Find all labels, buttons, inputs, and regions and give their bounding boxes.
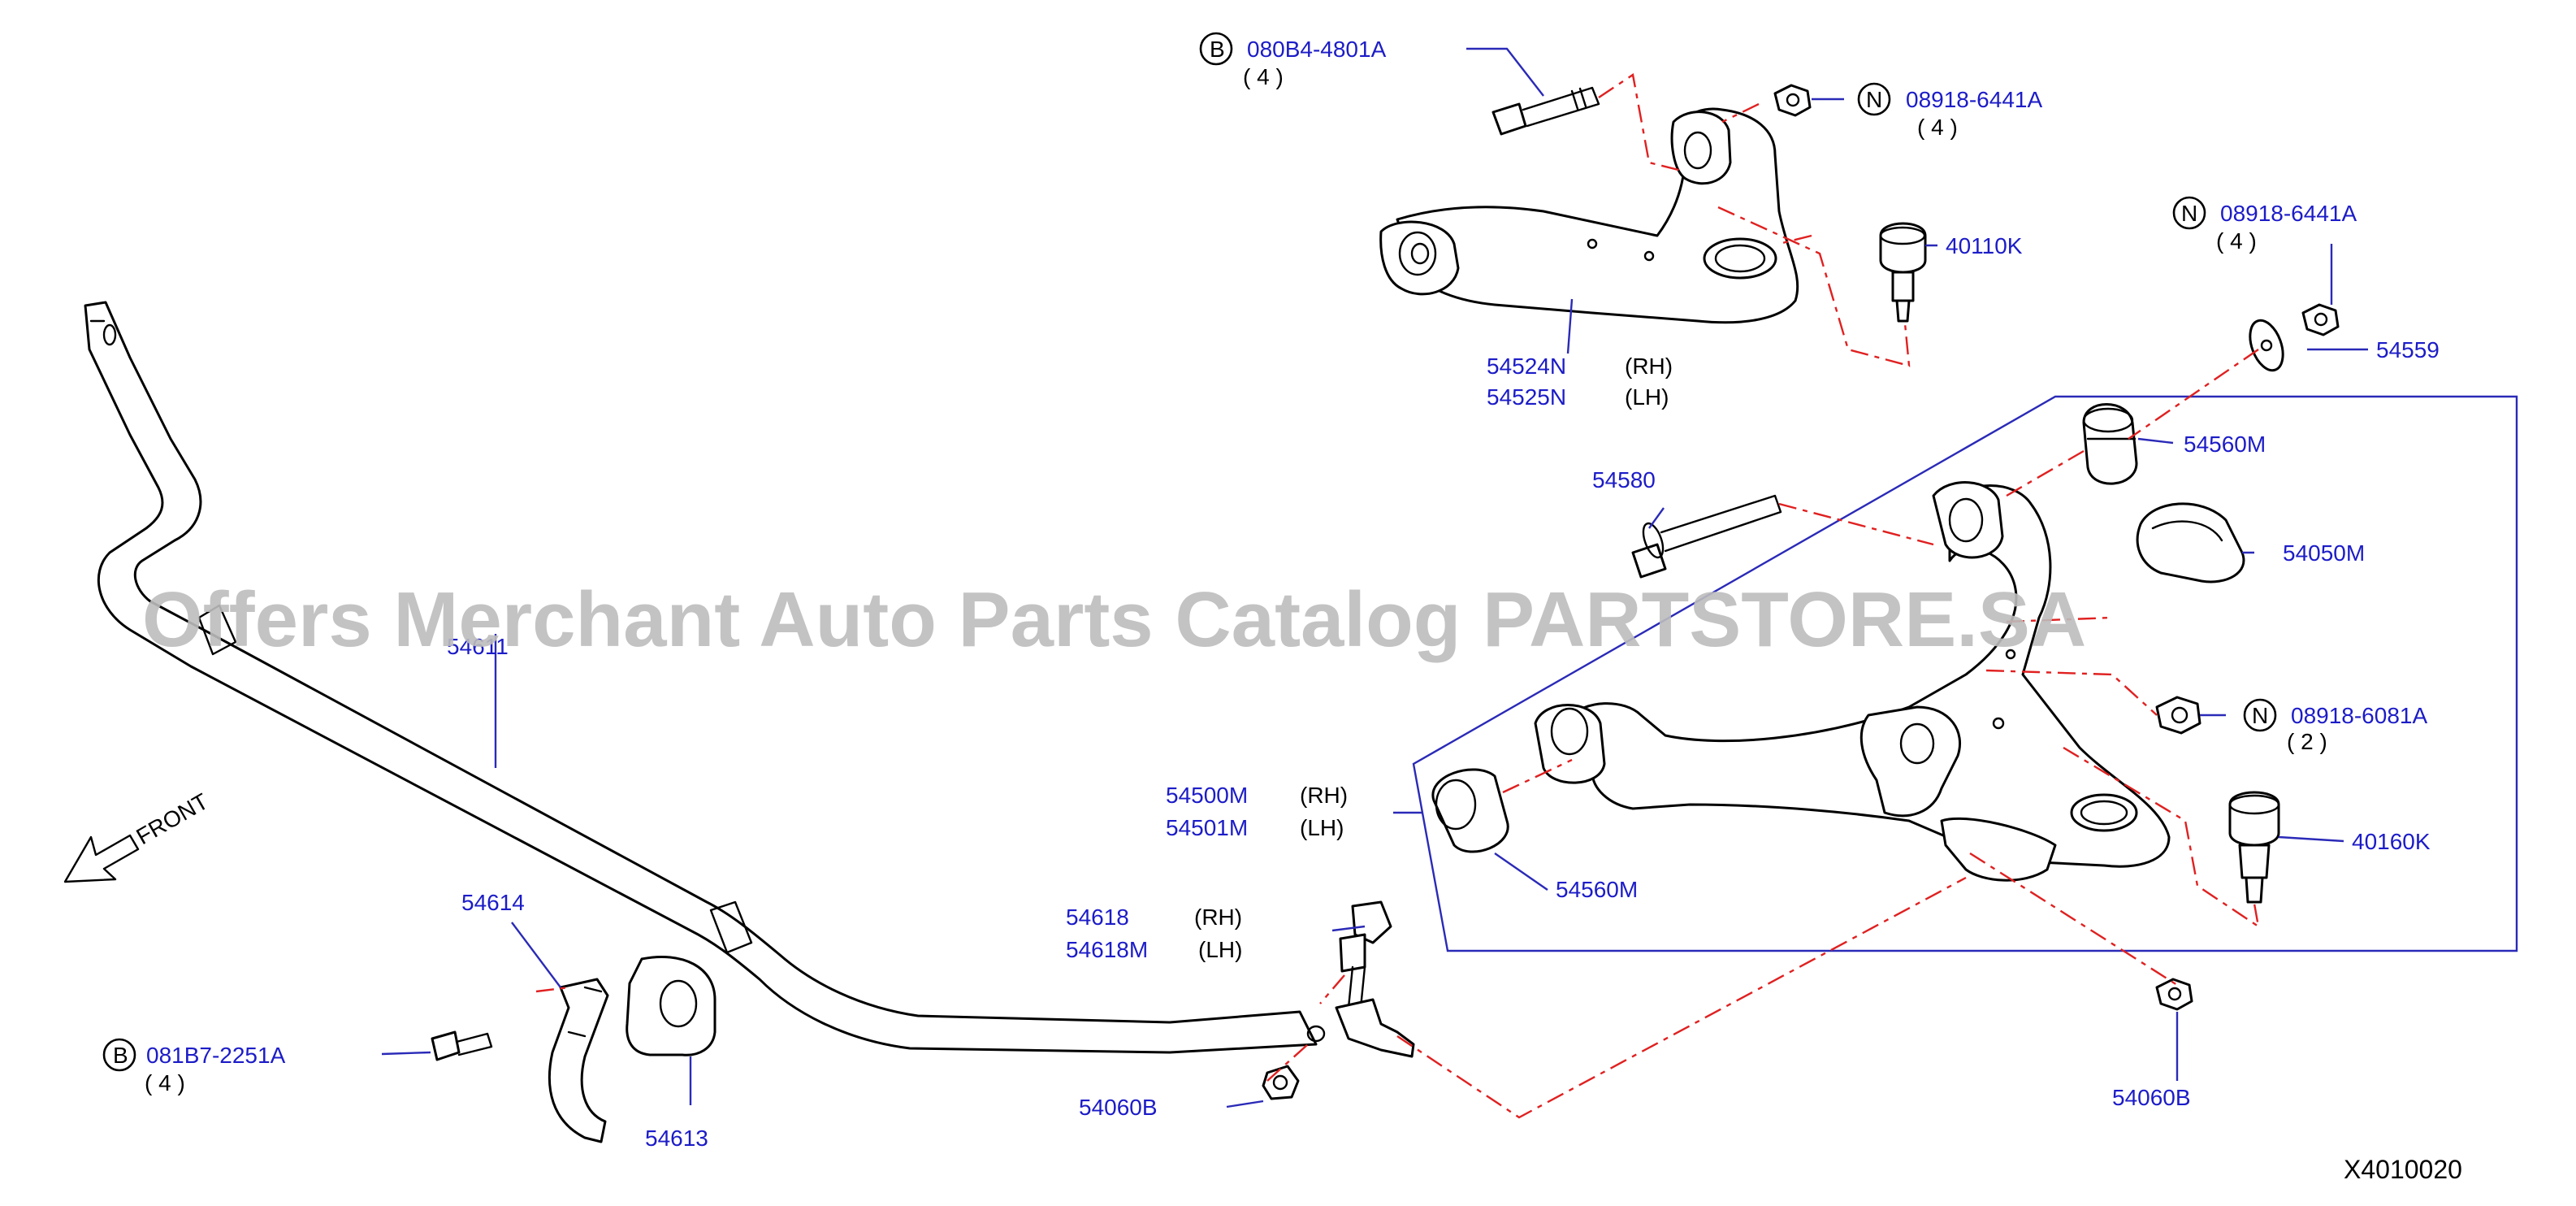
lower-bracket-bolt bbox=[431, 1030, 493, 1061]
lower-arm-assembly-frame bbox=[1412, 395, 2518, 952]
label-lower-arm-lh: 54501M bbox=[1166, 815, 1248, 840]
label-cover: 54050M bbox=[2283, 540, 2365, 566]
stabilizer-bracket bbox=[548, 978, 609, 1143]
label-lower-arm-rh: 54500M bbox=[1166, 783, 1248, 808]
lower-ball-joint bbox=[2228, 791, 2280, 904]
marker-b: B bbox=[113, 1043, 128, 1068]
stabilizer-bar bbox=[84, 301, 1318, 1054]
upper-arm-bolt bbox=[1491, 86, 1600, 136]
upper-arm-nut bbox=[1773, 84, 1812, 117]
washer-nut bbox=[2301, 303, 2340, 336]
label-washer: 54559 bbox=[2376, 337, 2440, 362]
upper-control-arm bbox=[1379, 107, 1799, 324]
label-link-rh: 54618 bbox=[1066, 904, 1129, 930]
label-upper-arm-rh-side: (RH) bbox=[1625, 354, 1673, 379]
washer bbox=[2249, 319, 2284, 372]
cam-bolt bbox=[1631, 494, 1782, 579]
label-link-lh-side: (LH) bbox=[1198, 937, 1242, 962]
label-stabilizer: 54611 bbox=[447, 634, 509, 659]
link-nut-right bbox=[2155, 978, 2193, 1011]
lower-control-arm bbox=[1534, 481, 2171, 882]
label-upper-bushing: 54560M bbox=[2184, 432, 2266, 457]
label-bolt-upper-qty: ( 4 ) bbox=[1243, 64, 1284, 89]
label-nut-mid-qty: ( 2 ) bbox=[2287, 729, 2327, 754]
upper-bushing bbox=[2082, 403, 2138, 485]
label-upper-arm-lh: 54525N bbox=[1487, 384, 1566, 410]
stabilizer-bushing bbox=[626, 955, 717, 1056]
label-bolt-lower-qty: ( 4 ) bbox=[145, 1070, 185, 1095]
label-nut-upper: 08918-6441A bbox=[1906, 87, 2042, 112]
marker-b: B bbox=[1210, 37, 1225, 62]
label-link-nut: 54060B bbox=[1079, 1095, 1158, 1120]
front-arrow-icon bbox=[63, 834, 140, 883]
stabilizer-link bbox=[1306, 900, 1415, 1058]
label-balljoint-lower: 40160K bbox=[2352, 829, 2431, 854]
label-upper-arm-lh-side: (LH) bbox=[1625, 384, 1669, 410]
link-nut bbox=[1262, 1065, 1300, 1100]
dashed-connection-lines bbox=[535, 72, 2260, 1119]
watermark: Offers Merchant Auto Parts Catalog PARTS… bbox=[142, 576, 2086, 663]
label-bolt-upper: 080B4-4801A bbox=[1247, 37, 1387, 62]
label-nut-right: 08918-6441A bbox=[2220, 201, 2357, 226]
label-link-lh: 54618M bbox=[1066, 937, 1148, 962]
label-bracket: 54614 bbox=[461, 890, 525, 915]
dust-cover bbox=[2136, 502, 2245, 583]
label-link-nut-right: 54060B bbox=[2112, 1085, 2191, 1110]
lower-arm-nut bbox=[2155, 696, 2202, 735]
upper-ball-joint bbox=[1879, 222, 1927, 323]
label-lower-bushing: 54560M bbox=[1556, 877, 1638, 902]
label-front: FRONT bbox=[132, 788, 213, 849]
lower-bushing bbox=[1431, 768, 1509, 853]
label-lower-arm-rh-side: (RH) bbox=[1300, 783, 1348, 808]
label-nut-right-qty: ( 4 ) bbox=[2216, 228, 2257, 254]
label-cam-bolt: 54580 bbox=[1592, 467, 1656, 492]
marker-n: N bbox=[2181, 201, 2197, 226]
label-bolt-lower: 081B7-2251A bbox=[146, 1043, 286, 1068]
label-nut-upper-qty: ( 4 ) bbox=[1917, 115, 1958, 140]
label-nut-mid: 08918-6081A bbox=[2291, 703, 2427, 728]
label-link-rh-side: (RH) bbox=[1194, 904, 1242, 930]
drawing-code: X4010020 bbox=[2344, 1155, 2462, 1184]
label-balljoint-upper: 40110K bbox=[1946, 233, 2023, 258]
leader-lines bbox=[381, 47, 2368, 1108]
label-stab-bushing: 54613 bbox=[645, 1126, 708, 1151]
marker-n: N bbox=[1866, 87, 1882, 112]
label-lower-arm-lh-side: (LH) bbox=[1300, 815, 1344, 840]
label-upper-arm-rh: 54524N bbox=[1487, 354, 1566, 379]
marker-n: N bbox=[2252, 703, 2268, 728]
